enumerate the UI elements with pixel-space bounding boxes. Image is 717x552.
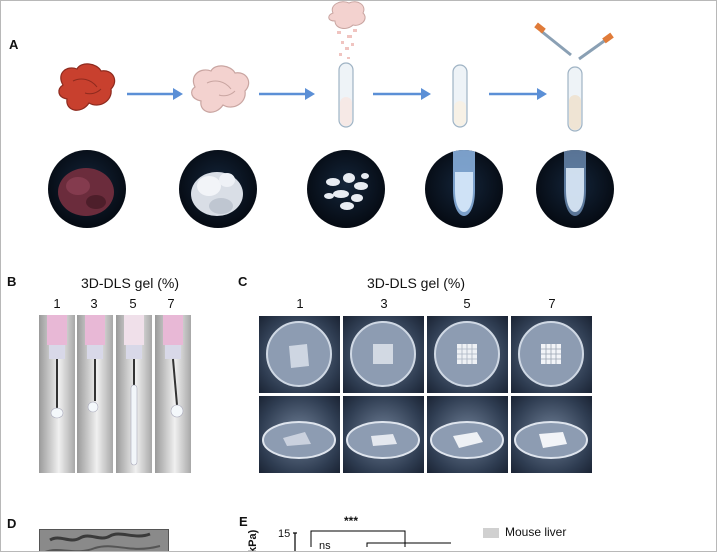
liver-icon <box>58 63 116 111</box>
arrow-right-icon <box>127 88 183 100</box>
dish-top-1 <box>259 316 340 393</box>
sem-image <box>39 529 169 551</box>
arrow-right-icon <box>489 88 547 100</box>
dish-bottom-1 <box>259 396 340 473</box>
panel-b-label-7: 7 <box>167 296 175 311</box>
tissue-fragments-photo <box>307 150 385 228</box>
panel-label-c: C <box>238 274 248 289</box>
decellularized-liver-icon <box>191 65 250 113</box>
panel-c-label-1: 1 <box>296 296 304 311</box>
legend-swatch-mouse-liver <box>483 528 499 538</box>
significance-ns: ns <box>319 540 331 552</box>
panel-b-label-1: 1 <box>53 296 61 311</box>
y-tick-15: 15 <box>278 528 291 540</box>
significance-high: *** <box>344 514 359 528</box>
panel-c-label-7: 7 <box>548 296 556 311</box>
y-axis-label: kPa) <box>247 529 259 552</box>
tube-powder-photo <box>425 150 503 228</box>
decellularized-liver-photo <box>179 150 257 228</box>
dish-bottom-7 <box>511 396 592 473</box>
needle-photo-7 <box>155 315 191 473</box>
arrow-right-icon <box>259 88 315 100</box>
dish-bottom-5 <box>427 396 508 473</box>
tube-with-tissue-icon <box>328 1 366 128</box>
panel-b-label-5: 5 <box>129 296 137 311</box>
panel-c-label-3: 3 <box>380 296 388 311</box>
tube-gel-photo <box>536 150 614 228</box>
panel-c-heading: 3D-DLS gel (%) <box>367 275 466 291</box>
dish-bottom-3 <box>343 396 424 473</box>
panel-label-d: D <box>7 516 17 531</box>
panel-label-e: E <box>239 514 248 529</box>
tube-with-pipettes-icon <box>534 22 614 132</box>
arrow-right-icon <box>373 88 431 100</box>
significance-brackets <box>293 530 451 551</box>
dish-top-5 <box>427 316 508 393</box>
legend-label-mouse-liver: Mouse liver <box>505 525 567 539</box>
panel-b-label-3: 3 <box>90 296 98 311</box>
needle-photo-5 <box>116 315 152 473</box>
needle-photo-3 <box>77 315 113 473</box>
panel-a-schematic <box>58 1 614 132</box>
needle-photo-1 <box>39 315 75 473</box>
panel-label-a: A <box>9 37 19 52</box>
panel-c-label-5: 5 <box>463 296 471 311</box>
tube-icon <box>452 64 468 128</box>
dish-top-7 <box>511 316 592 393</box>
panel-label-b: B <box>7 274 17 289</box>
panel-b-heading: 3D-DLS gel (%) <box>81 275 180 291</box>
dish-top-3 <box>343 316 424 393</box>
liver-photo <box>48 150 126 228</box>
